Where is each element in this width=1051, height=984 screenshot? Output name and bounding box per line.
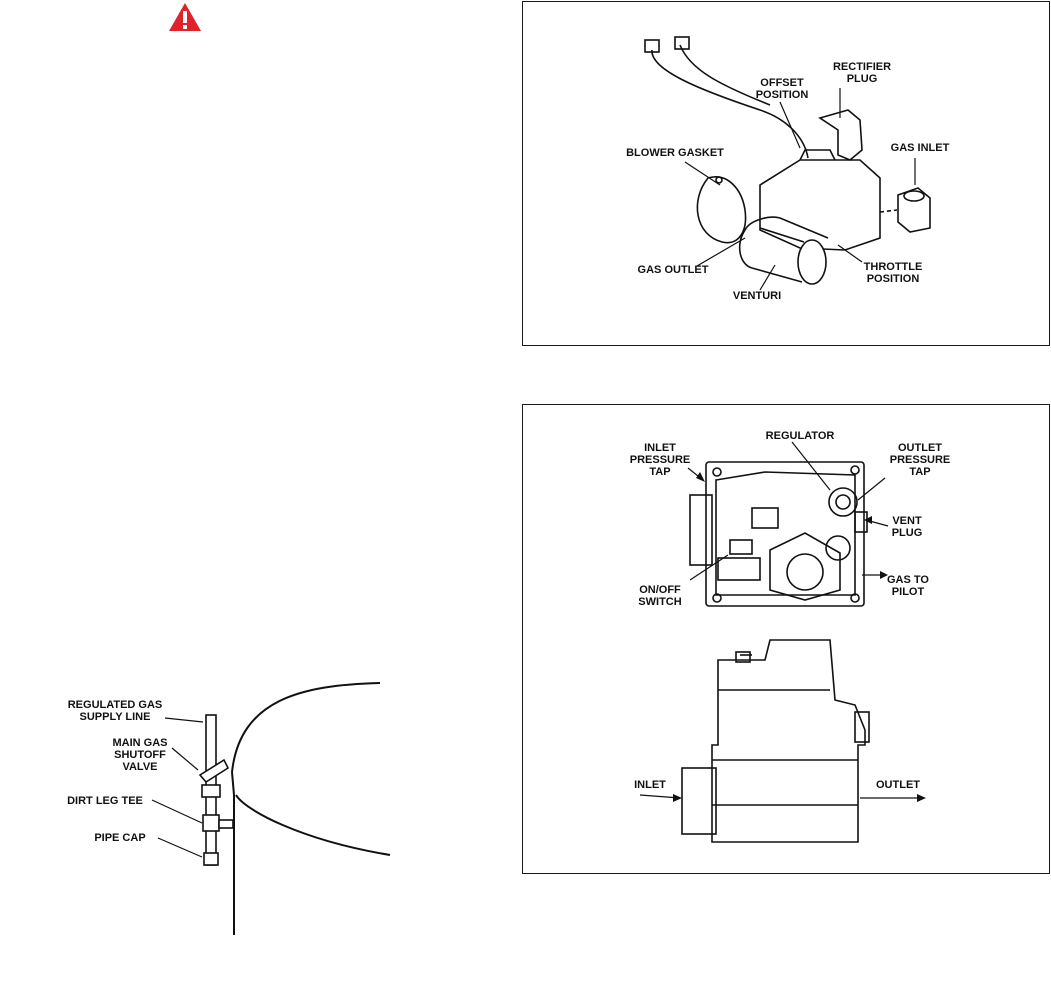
label-gas-outlet: GAS OUTLET	[637, 264, 709, 276]
label-gas-to-pilot: GAS TO PILOT	[887, 574, 929, 598]
label-inlet: INLET	[634, 779, 666, 791]
warning-triangle-icon	[169, 3, 201, 31]
label-regulator: REGULATOR	[765, 430, 835, 442]
label-blower-gasket: BLOWER GASKET	[626, 147, 724, 159]
label-main-gas-shutoff-valve: MAIN GAS SHUTOFF VALVE	[112, 737, 168, 773]
label-offset-position: OFFSET POSITION	[755, 77, 809, 101]
gas-valve-venturi-assembly-diagram	[522, 1, 1050, 346]
label-gas-inlet: GAS INLET	[890, 142, 950, 154]
label-outlet: OUTLET	[876, 779, 920, 791]
label-pipe-cap: PIPE CAP	[94, 832, 146, 844]
label-rectifier-plug: RECTIFIER PLUG	[832, 61, 892, 85]
label-regulated-gas-supply-line: REGULATED GAS SUPPLY LINE	[67, 699, 163, 723]
label-dirt-leg-tee: DIRT LEG TEE	[67, 795, 143, 807]
label-venturi: VENTURI	[732, 290, 782, 302]
label-on-off-switch: ON/OFF SWITCH	[638, 584, 682, 608]
label-inlet-pressure-tap: INLET PRESSURE TAP	[629, 442, 691, 478]
label-throttle-position: THROTTLE POSITION	[863, 261, 923, 285]
gas-control-valve-diagram	[522, 404, 1050, 874]
label-outlet-pressure-tap: OUTLET PRESSURE TAP	[889, 442, 951, 478]
label-vent-plug: VENT PLUG	[891, 515, 923, 539]
